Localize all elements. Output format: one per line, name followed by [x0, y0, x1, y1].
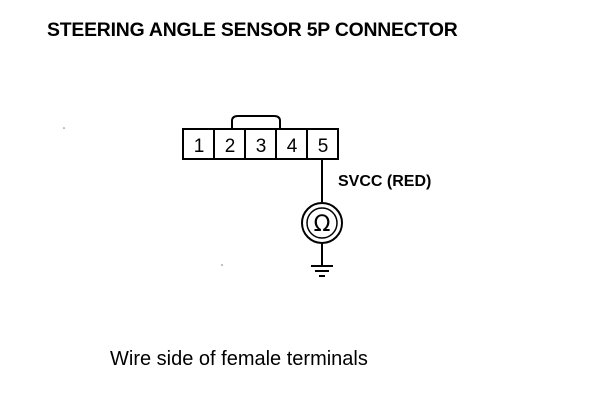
ohm-symbol: Ω — [314, 212, 331, 237]
pin-3-label: 3 — [256, 136, 267, 157]
pin-2-label: 2 — [225, 136, 236, 157]
connector-body — [182, 128, 339, 160]
connector-lock-tab — [231, 115, 281, 129]
diagram-caption: Wire side of female terminals — [110, 348, 368, 370]
wire-label: SVCC (RED) — [338, 173, 431, 190]
ohmmeter-icon: Ω — [301, 202, 343, 244]
pin-1-label: 1 — [194, 136, 205, 157]
pin-5-label: 5 — [318, 136, 329, 157]
pin-4-label: 4 — [287, 136, 298, 157]
scan-speck — [221, 264, 223, 266]
scan-speck — [63, 127, 65, 129]
ground-icon — [311, 265, 333, 277]
diagram-title: STEERING ANGLE SENSOR 5P CONNECTOR — [47, 20, 458, 41]
